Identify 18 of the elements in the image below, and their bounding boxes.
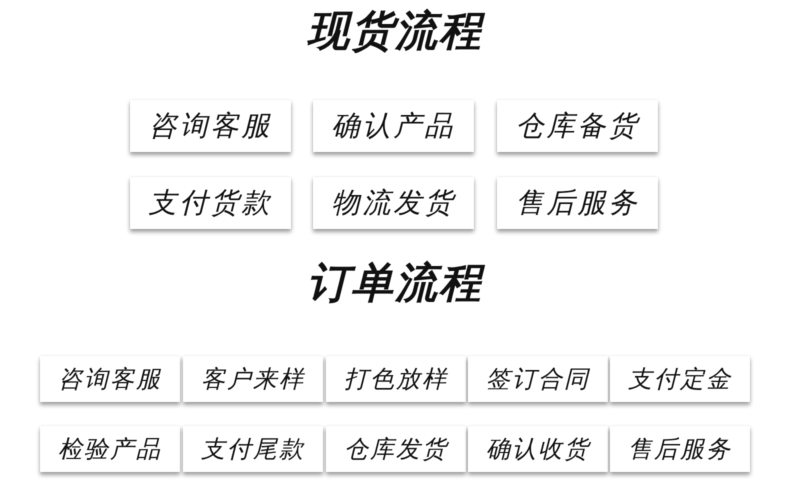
process-box: 仓库发货 — [326, 426, 466, 472]
process-box: 仓库备货 — [497, 100, 658, 152]
process-box: 检验产品 — [40, 426, 180, 472]
process-box: 支付尾款 — [183, 426, 323, 472]
process-box: 签订合同 — [468, 356, 608, 402]
process-box: 物流发货 — [313, 177, 474, 229]
heading: 现货流程 — [245, 8, 545, 54]
process-box: 打色放样 — [326, 356, 466, 402]
process-box: 咨询客服 — [40, 356, 180, 402]
heading: 订单流程 — [245, 260, 545, 306]
process-box: 支付货款 — [130, 177, 291, 229]
process-box: 支付定金 — [610, 356, 750, 402]
process-box: 售后服务 — [497, 177, 658, 229]
process-box: 确认收货 — [468, 426, 608, 472]
process-box: 客户来样 — [183, 356, 323, 402]
process-box: 咨询客服 — [130, 100, 291, 152]
process-box: 确认产品 — [313, 100, 474, 152]
process-box: 售后服务 — [610, 426, 750, 472]
